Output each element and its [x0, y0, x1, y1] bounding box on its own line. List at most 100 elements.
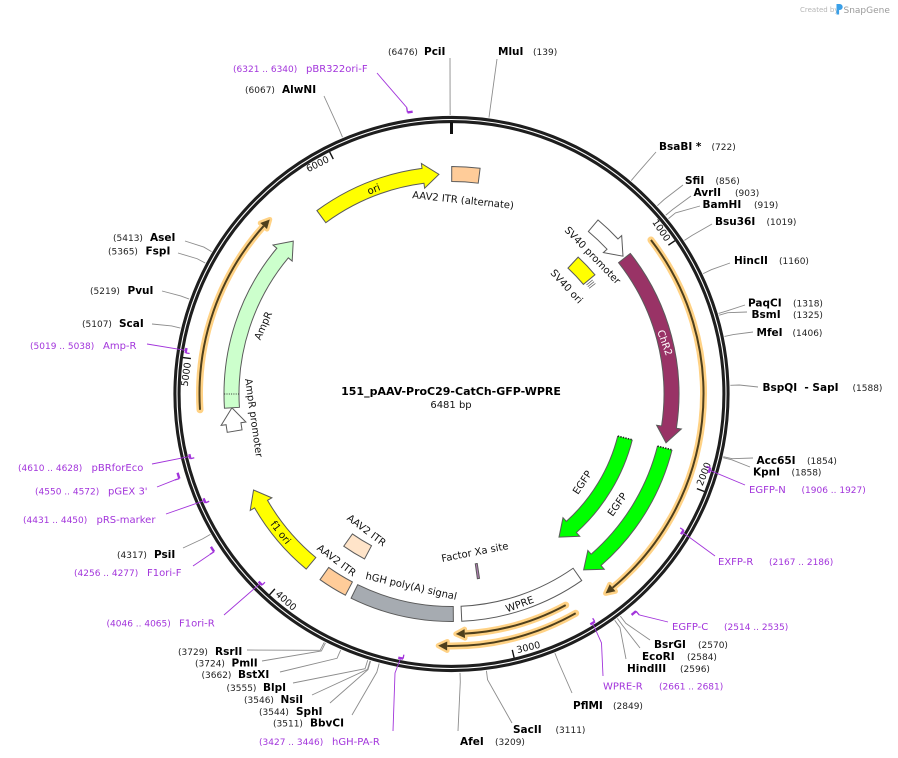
- primer-exfp-r[interactable]: EXFP-R (2167 .. 2186): [679, 527, 833, 568]
- primer-name: WPRE-R: [603, 682, 643, 693]
- site-leader-line: [279, 649, 342, 673]
- feature-hgh-poly-a-signal-outer[interactable]: [350, 584, 454, 622]
- feature-label-ampr-promoter[interactable]: AmpR promoter: [242, 378, 264, 459]
- feature-label-ori[interactable]: ori: [366, 182, 382, 197]
- site-pflmi[interactable]: PflMI (2849): [573, 700, 643, 712]
- primer-prs-marker[interactable]: (4431 .. 4450) pRS-marker: [23, 497, 210, 526]
- primer-f1ori-r[interactable]: (4046 .. 4065) F1ori-R: [107, 580, 266, 630]
- site-bsu36i[interactable]: Bsu36I (1019): [715, 216, 796, 228]
- primer-hgh-pa-r[interactable]: (3427 .. 3446) hGH-PA-R: [259, 654, 405, 748]
- site-name: PciI: [424, 46, 445, 58]
- primer-amp-r[interactable]: (5019 .. 5038) Amp-R: [30, 341, 190, 355]
- site-position: (2849): [613, 702, 643, 712]
- primer-binding-mark[interactable]: [257, 580, 263, 586]
- feature-label-ampr[interactable]: AmpR: [253, 310, 275, 342]
- primer-binding-mark[interactable]: [209, 546, 216, 553]
- plasmid-length: 6481 bp: [430, 400, 471, 411]
- site-ecori[interactable]: EcoRI (2584): [642, 651, 717, 663]
- feature-wpre-outer[interactable]: [460, 567, 583, 622]
- ring-strand-gap: [176, 118, 727, 670]
- feature-f1-ori-outer[interactable]: [249, 489, 317, 570]
- site-hindiii[interactable]: HindIII (2596): [627, 663, 710, 675]
- primer-pbrforeco[interactable]: (4610 .. 4628) pBRforEco: [18, 453, 195, 474]
- feature-sv40-ori-inner[interactable]: [567, 256, 596, 289]
- site-position: (1854): [807, 457, 837, 467]
- orf-arrow[interactable]: [603, 236, 707, 596]
- primer-leader-line: [192, 554, 211, 567]
- orf-arrow[interactable]: [453, 601, 570, 641]
- feature-aav2-itr-inner[interactable]: [343, 533, 373, 560]
- primer-range: (1906 .. 1927): [802, 486, 866, 496]
- feature-aav2-itr-outer[interactable]: [319, 566, 354, 596]
- feature-sv40-promoter-outer[interactable]: [587, 219, 624, 257]
- feature-factor-xa-site-inner[interactable]: [474, 562, 481, 580]
- feature-ori-outer[interactable]: [316, 162, 440, 224]
- site-bamhi[interactable]: BamHI (919): [703, 199, 779, 211]
- site-acc65i[interactable]: Acc65I (1854): [757, 455, 837, 467]
- site-bstxi[interactable]: (3662) BstXI: [202, 669, 270, 681]
- site-leader-line: [719, 311, 748, 316]
- site-name: BsmI: [752, 309, 781, 321]
- primer-name: EGFP-N: [749, 485, 786, 496]
- site-leader-line: [616, 618, 641, 649]
- site-mlui[interactable]: MluI (139): [498, 46, 557, 58]
- primer-binding-mark[interactable]: [407, 110, 413, 114]
- primer-binding-mark[interactable]: [680, 529, 685, 535]
- site-leader-line: [351, 663, 380, 716]
- site-pvui[interactable]: (5219) PvuI: [90, 285, 153, 297]
- site-position: (2570): [698, 641, 728, 651]
- feature-ampr-outer[interactable]: [223, 240, 294, 409]
- site-name: KpnI: [753, 467, 780, 479]
- site-alwni[interactable]: (6067) AlwNI: [245, 84, 316, 96]
- site-afei[interactable]: AfeI (3209): [460, 736, 525, 748]
- feature-egfp-inner[interactable]: [558, 435, 633, 538]
- site-bsabi[interactable]: BsaBI * (722): [659, 141, 736, 153]
- site-sphi[interactable]: (3544) SphI: [259, 706, 322, 718]
- feature-aav2-itr-alternate-outer[interactable]: [451, 165, 481, 184]
- primer-leader-line: [592, 622, 604, 677]
- primer-binding-mark[interactable]: [630, 610, 637, 616]
- primer-wpre-r[interactable]: WPRE-R (2661 .. 2681): [589, 617, 723, 693]
- site-hincii[interactable]: HincII (1160): [734, 255, 809, 267]
- site-rsrii[interactable]: (3729) RsrII: [178, 646, 242, 658]
- site-bsmi[interactable]: BsmI (1325): [752, 309, 823, 321]
- feature-ampr-promoter-outer[interactable]: [220, 406, 247, 433]
- site-sacii[interactable]: SacII (3111): [513, 724, 585, 736]
- site-mfei[interactable]: MfeI (1406): [757, 327, 823, 339]
- primer-pbr322ori-f[interactable]: (6321 .. 6340) pBR322ori-F: [233, 64, 413, 114]
- site-bbvci[interactable]: (3511) BbvCI: [273, 718, 344, 730]
- site-nsii[interactable]: (3546) NsiI: [244, 694, 303, 706]
- site-pcii[interactable]: (6476) PciI: [388, 46, 445, 58]
- site-position: (1406): [793, 329, 823, 339]
- feature-chr2-outer[interactable]: [617, 252, 683, 444]
- primer-egfp-n[interactable]: EGFP-N (1906 .. 1927): [706, 465, 866, 496]
- feature-label-factor-xa-site[interactable]: Factor Xa site: [441, 541, 510, 565]
- site-paqci[interactable]: PaqCI (1318): [748, 298, 823, 310]
- primer-binding-mark[interactable]: [176, 472, 181, 479]
- site-bspqi-sapi[interactable]: BspQI - SapI (1588): [763, 382, 883, 394]
- orf-arrow[interactable]: [196, 216, 273, 414]
- site-avrii[interactable]: AvrII (903): [694, 187, 760, 199]
- site-sfii[interactable]: SfiI (856): [685, 175, 740, 187]
- site-bsrgi[interactable]: BsrGI (2570): [654, 639, 728, 651]
- feature-label-egfp-inner[interactable]: EGFP: [571, 469, 595, 497]
- orf-arrow[interactable]: [435, 609, 580, 653]
- tick-mark: [268, 588, 276, 596]
- primer-egfp-c[interactable]: EGFP-C (2514 .. 2535): [630, 610, 789, 633]
- site-psii[interactable]: (4317) PsiI: [117, 549, 175, 561]
- primer-pgex-3[interactable]: (4550 .. 4572) pGEX 3': [35, 472, 181, 498]
- site-leader-line: [184, 240, 212, 253]
- site-name: BbvCI: [310, 718, 344, 730]
- site-pmli[interactable]: (3724) PmlI: [195, 658, 258, 670]
- site-scai[interactable]: (5107) ScaI: [82, 318, 144, 330]
- site-kpni[interactable]: KpnI (1858): [753, 467, 821, 479]
- feature-label-aav2-itr-alternate[interactable]: AAV2 ITR (alternate): [412, 190, 515, 212]
- site-fspi[interactable]: (5365) FspI: [108, 246, 170, 258]
- site-position: (722): [712, 143, 736, 153]
- site-name: HindIII: [627, 663, 666, 675]
- site-asei[interactable]: (5413) AseI: [113, 232, 175, 244]
- site-blpi[interactable]: (3555) BlpI: [227, 682, 287, 694]
- primer-f1ori-f[interactable]: (4256 .. 4277) F1ori-F: [74, 546, 216, 579]
- site-leader-line: [630, 151, 657, 181]
- feature-egfp-outer[interactable]: [583, 445, 673, 571]
